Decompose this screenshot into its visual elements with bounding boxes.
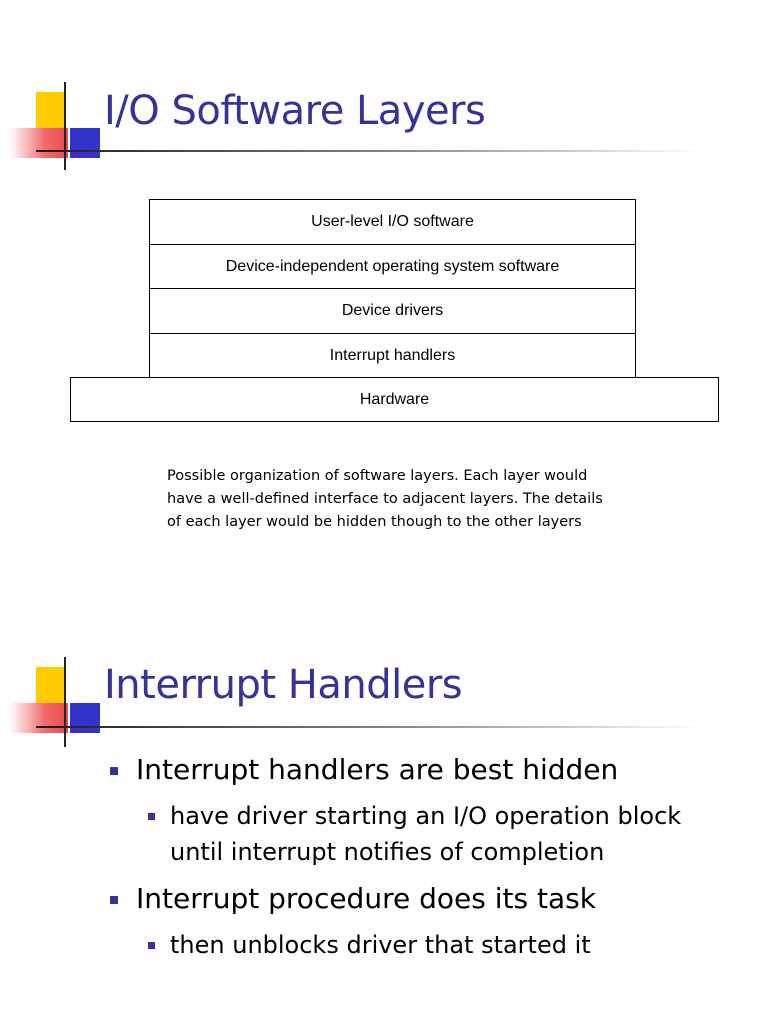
sub-bullet-marker-icon bbox=[148, 942, 155, 949]
bullet-marker-icon bbox=[110, 896, 118, 904]
layer-device-drivers: Device drivers bbox=[149, 288, 636, 334]
title-decoration-icon bbox=[0, 0, 110, 170]
diagram-caption: Possible organization of software layers… bbox=[167, 465, 687, 534]
layer-interrupt-handlers: Interrupt handlers bbox=[149, 333, 636, 378]
title-decoration-icon bbox=[0, 512, 110, 747]
slide-interrupt-handlers: Interrupt Handlers Interrupt handlers ar… bbox=[0, 512, 768, 1024]
caption-line: Possible organization of software layers… bbox=[167, 468, 588, 484]
caption-line: have a well-defined interface to adjacen… bbox=[167, 491, 603, 507]
sub-bullet-line: until interrupt notifies of completion bbox=[170, 838, 605, 866]
layer-device-independent: Device-independent operating system soft… bbox=[149, 244, 636, 289]
sub-bullet-line: then unblocks driver that started it bbox=[170, 931, 591, 959]
slide-title: I/O Software Layers bbox=[104, 88, 486, 134]
title-underline bbox=[36, 150, 700, 152]
sub-bullet-marker-icon bbox=[148, 813, 155, 820]
bullet-item: Interrupt handlers are best hidden bbox=[136, 753, 619, 786]
caption-line: of each layer would be hidden though to … bbox=[167, 514, 582, 530]
bullet-item: Interrupt procedure does its task bbox=[136, 882, 596, 915]
slide-io-software-layers: I/O Software Layers User-level I/O softw… bbox=[0, 0, 719, 530]
sub-bullet-item: then unblocks driver that started it bbox=[170, 927, 591, 963]
layer-user-level: User-level I/O software bbox=[149, 199, 636, 245]
title-underline bbox=[36, 726, 700, 728]
sub-bullet-item: have driver starting an I/O operation bl… bbox=[170, 798, 681, 870]
sub-bullet-line: have driver starting an I/O operation bl… bbox=[170, 802, 682, 830]
slide-title: Interrupt Handlers bbox=[104, 662, 463, 708]
bullet-marker-icon bbox=[110, 767, 118, 775]
layer-hardware: Hardware bbox=[70, 377, 719, 422]
